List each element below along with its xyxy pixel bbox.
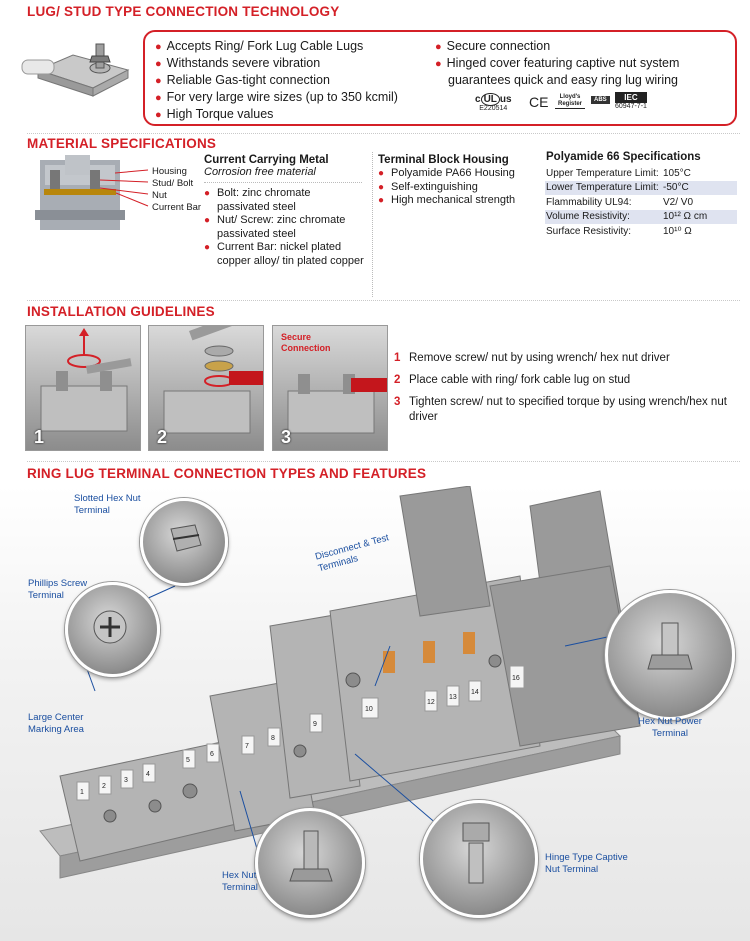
metal-item: ●Nut/ Screw: zinc chromate passivated st… <box>204 214 346 240</box>
housing-item: ●Polyamide PA66 Housing <box>378 167 515 179</box>
diagram-label: Nut <box>152 190 167 201</box>
lug-stud-illustration <box>21 43 130 97</box>
block-number: 5 <box>186 757 190 764</box>
block-number: 13 <box>449 694 457 701</box>
callout-hex-nut-terminal: Hex Nut Terminal <box>222 870 258 893</box>
block-number: 6 <box>210 751 214 758</box>
block-number: 8 <box>271 735 275 742</box>
terminal-photo <box>40 328 132 432</box>
block-number: 12 <box>427 699 435 706</box>
installation-photo-1: 1 <box>25 325 141 451</box>
callout-large-center-marking: Large Center Marking Area <box>28 712 84 735</box>
step-photo-number: 1 <box>34 427 45 447</box>
feature-item: ●Secure connection <box>435 39 551 53</box>
feature-item: ●Reliable Gas-tight connection <box>155 73 330 87</box>
terminal-photo <box>163 326 263 434</box>
step-photo-number: 2 <box>157 427 168 447</box>
metal-item: ●Bolt: zinc chromate passivated steel <box>204 187 311 213</box>
captive-nut-icon <box>462 822 490 884</box>
approval-mark: ABS <box>591 96 610 104</box>
callout-hex-nut-power: Hex Nut Power Terminal <box>638 716 702 739</box>
hex-nut-power-terminal-zoom <box>605 590 735 720</box>
callout-hinge-captive-nut: Hinge Type Captive Nut Terminal <box>545 852 628 875</box>
ce-mark: CE <box>529 94 549 110</box>
diagram-label: Current Bar <box>152 202 202 213</box>
terminal-block-housing-block: Terminal Block Housing ●Polyamide PA66 H… <box>378 154 538 208</box>
metal-list: ●Bolt: zinc chromate passivated steel ●N… <box>204 187 366 268</box>
block-number: 3 <box>124 777 128 784</box>
hex-nut-icon <box>289 830 333 882</box>
phillips-screw-icon <box>93 610 127 644</box>
section-title-material: MATERIAL SPECIFICATIONS <box>27 136 217 151</box>
iec-mark: IEC 60947-7-1 <box>615 92 647 110</box>
terminal-block-assembly-image: 1 2 3 4 5 6 7 8 9 10 12 13 14 16 <box>39 486 641 879</box>
spec-row: Flammability UL94:V2/ V0 <box>546 196 694 208</box>
step-photo-number: 3 <box>281 427 292 447</box>
callout-phillips-screw: Phillips Screw Terminal <box>28 578 88 601</box>
hex-nut-icon <box>647 622 693 670</box>
feature-item: ●Withstands severe vibration <box>155 56 321 70</box>
housing-item: ●High mechanical strength <box>378 194 516 206</box>
installation-photo-2: 2 <box>148 325 264 451</box>
secure-connection-label: Secure Connection <box>281 332 331 353</box>
features-box: ●Accepts Ring/ Fork Lug Cable Lugs ●With… <box>143 30 737 126</box>
block-number: 16 <box>512 675 520 682</box>
block-number: 14 <box>471 689 479 696</box>
spec-row: Surface Resistivity:10¹⁰ Ω <box>546 225 692 237</box>
spec-row: Upper Temperature Limit:105°C <box>546 167 691 179</box>
divider <box>27 461 740 462</box>
block-number: 7 <box>245 743 249 750</box>
block-number: 4 <box>146 771 150 778</box>
hinge-captive-nut-zoom <box>420 800 538 918</box>
polyamide-spec-table: Upper Temperature Limit:105°C Lower Temp… <box>545 166 737 239</box>
features-list-left: ●Accepts Ring/ Fork Lug Cable Lugs ●With… <box>155 38 398 123</box>
section-title-ring-lug: RING LUG TERMINAL CONNECTION TYPES AND F… <box>27 466 427 481</box>
phillips-screw-zoom <box>65 582 160 677</box>
current-carrying-metal-block: Current Carrying Metal Corrosion free ma… <box>204 154 366 268</box>
feature-item: ●High Torque values <box>155 107 274 121</box>
installation-photo-3: Secure Connection 3 <box>272 325 388 451</box>
metal-heading: Current Carrying Metal <box>204 154 329 166</box>
block-number: 2 <box>102 783 106 790</box>
diagram-labels: Housing Stud/ Bolt Nut Current Bar <box>152 166 201 214</box>
callout-slotted-hex-nut: Slotted Hex Nut Terminal <box>74 493 141 516</box>
metal-subheading: Corrosion free material <box>204 166 316 178</box>
features-list-right: ●Secure connection ●Hinged cover featuri… <box>435 38 733 88</box>
feature-item: ●For very large wire sizes (up to 350 kc… <box>155 90 398 104</box>
hex-nut-terminal-zoom <box>255 808 365 918</box>
diagram-label: Housing <box>152 166 187 177</box>
feature-item: ●Accepts Ring/ Fork Lug Cable Lugs <box>155 39 364 53</box>
divider <box>27 133 740 134</box>
divider-vertical <box>372 152 373 297</box>
section-title-installation: INSTALLATION GUIDELINES <box>27 304 215 319</box>
housing-heading: Terminal Block Housing <box>378 154 509 166</box>
terminal-block-cutaway-image <box>35 155 149 230</box>
feature-item: ●Hinged cover featuring captive nut syst… <box>435 56 680 87</box>
section-title-lug-stud: LUG/ STUD TYPE CONNECTION TECHNOLOGY <box>27 4 340 19</box>
diagram-label: Stud/ Bolt <box>152 178 194 189</box>
housing-list: ●Polyamide PA66 Housing ●Self-extinguish… <box>378 167 538 208</box>
spec-row: Volume Resistivity:10¹² Ω cm <box>545 209 737 224</box>
polyamide-heading: Polyamide 66 Specifications <box>546 151 701 163</box>
block-number: 10 <box>365 706 373 713</box>
housing-item: ●Self-extinguishing <box>378 180 478 193</box>
divider <box>27 300 740 301</box>
block-number: 9 <box>313 721 317 728</box>
spec-row: Lower Temperature Limit:-50°C <box>545 180 737 195</box>
hex-nut-icon <box>170 524 202 552</box>
block-number: 1 <box>80 789 84 796</box>
slotted-hex-nut-zoom <box>140 498 228 586</box>
metal-item: ●Current Bar: nickel plated copper alloy… <box>204 241 364 267</box>
lloyds-register-logo: Lloyd's Register <box>555 94 585 109</box>
terminal-photo <box>287 374 387 434</box>
